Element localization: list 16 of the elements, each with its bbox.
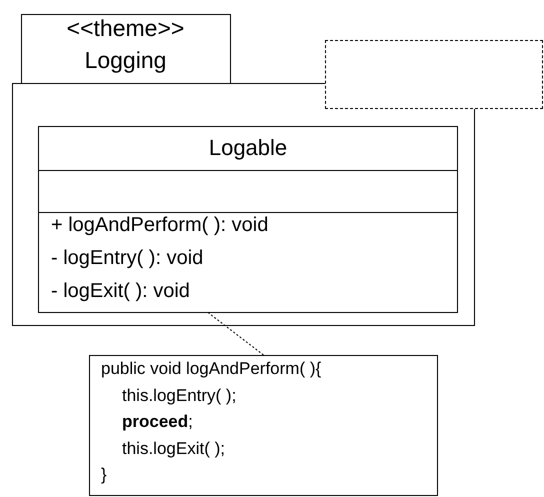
class-box bbox=[38, 126, 458, 313]
template-parameter-box bbox=[325, 40, 543, 109]
operation-text: - logEntry( ): void bbox=[51, 248, 204, 268]
class-name: Logable bbox=[208, 137, 288, 159]
code-line: } bbox=[101, 466, 107, 483]
package-name: Logging bbox=[84, 49, 168, 72]
code-line: this.logExit( ); bbox=[122, 440, 225, 456]
code-line: this.logEntry( ); bbox=[122, 386, 236, 404]
code-line: proceed; bbox=[122, 413, 193, 430]
package-frame bbox=[12, 14, 475, 326]
operation-text: - logExit( ): void bbox=[51, 281, 190, 301]
leader-line bbox=[208, 312, 264, 356]
operation-text: + logAndPerform( ): void bbox=[51, 215, 268, 235]
code-note bbox=[89, 355, 438, 496]
code-line: public void logAndPerform( ){ bbox=[101, 360, 322, 377]
stereotype-label: <<theme>> bbox=[66, 17, 186, 40]
